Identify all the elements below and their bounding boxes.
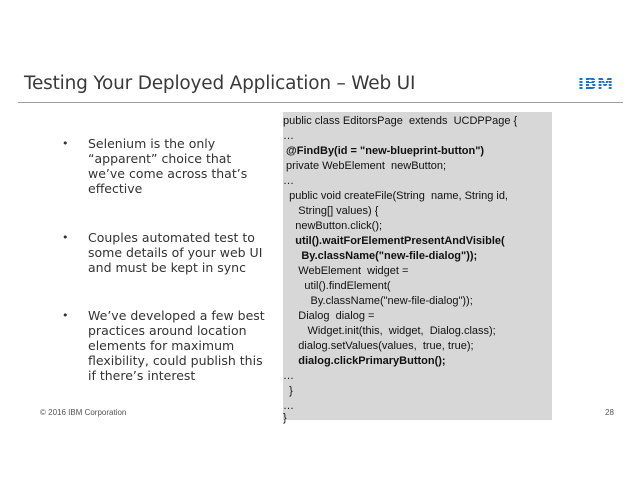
bullet-item: • We’ve developed a few best practices a… (62, 308, 272, 383)
page-number: 28 (605, 408, 614, 417)
code-line: @FindBy(id = "new-blueprint-button") (283, 145, 485, 157)
bullet-item: • Couples automated test to some details… (62, 230, 272, 275)
title-divider (18, 102, 623, 103)
bullet-item: • Selenium is the only “apparent” choice… (62, 136, 272, 196)
code-line: … (283, 370, 294, 382)
bullet-text: Selenium is the only “apparent” choice t… (88, 136, 248, 196)
code-line: Dialog dialog = (283, 310, 375, 322)
code-line: … (283, 130, 294, 142)
code-line: dialog.clickPrimaryButton(); (283, 355, 446, 367)
code-line: public void createFile(String name, Stri… (283, 190, 508, 202)
footer-copyright: © 2016 IBM Corporation (40, 408, 127, 417)
code-line: By.className("new-file-dialog")); (283, 250, 478, 262)
bullet-marker: • (62, 231, 69, 244)
code-line: public class EditorsPage extends UCDPPag… (283, 115, 518, 127)
code-line: util().waitForElementPresentAndVisible( (283, 235, 505, 247)
code-line: Widget.init(this, widget, Dialog.class); (283, 325, 496, 337)
code-line: By.className("new-file-dialog")); (283, 295, 473, 307)
code-panel: public class EditorsPage extends UCDPPag… (283, 112, 552, 424)
code-line: private WebElement newButton; (283, 160, 447, 172)
bullet-marker: • (62, 309, 69, 322)
code-line: util().findElement( (283, 280, 391, 292)
code-line: newButton.click(); (283, 220, 383, 232)
code-line: } (283, 385, 293, 397)
slide-title: Testing Your Deployed Application – Web … (24, 73, 416, 94)
bullet-marker: • (62, 137, 69, 150)
ibm-logo-text: IBM (578, 74, 614, 93)
code-line: … (283, 400, 294, 412)
code-line: String[] values) { (283, 205, 379, 217)
bullet-text: We’ve developed a few best practices aro… (88, 308, 265, 383)
code-line: WebElement widget = (283, 265, 409, 277)
code-line: dialog.setValues(values, true, true); (283, 340, 474, 352)
bullet-text: Couples automated test to some details o… (88, 230, 263, 275)
code-line: … (283, 175, 294, 187)
ibm-logo: IBM (578, 75, 622, 93)
code-line: } (283, 412, 287, 424)
